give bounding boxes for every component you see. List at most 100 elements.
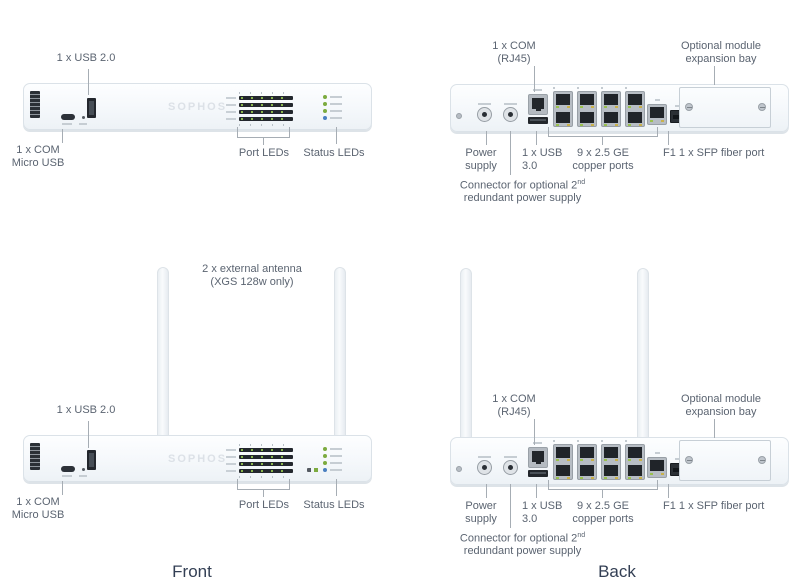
copper-ports-tick: [602, 137, 603, 145]
led-caption-mark: [330, 96, 342, 98]
usb2-label: 1 x USB 2.0: [56, 52, 116, 64]
serial-sticker: [30, 91, 40, 118]
led-bar: [226, 96, 293, 100]
brand-logo: SOPHOS: [168, 101, 228, 113]
port-leds-label: Port LEDs: [238, 147, 290, 159]
port-number-row: [553, 87, 645, 89]
com-callout-line: [62, 481, 63, 495]
sfp-label: F1 1 x SFP fiber port: [663, 500, 765, 512]
power-connector-1: [477, 103, 492, 122]
port-leds-bracket: [237, 479, 290, 490]
front-panel-top: SOPHOS: [23, 83, 372, 130]
usb3-line: [536, 131, 537, 145]
micro-usb-com-port: [61, 114, 75, 120]
reset-pinhole: [82, 116, 85, 119]
bay-screw: [685, 103, 693, 111]
com-rj45-callout-line: [534, 419, 535, 445]
redundant-power-label: Connector for optional 2nd redundant pow…: [459, 179, 586, 205]
copper-port-pair-1: [553, 91, 573, 127]
usb3-port: [528, 470, 548, 477]
status-led: [323, 461, 342, 465]
power-connector-1: [477, 456, 492, 475]
port-caption-mark: [62, 475, 72, 477]
com-rj45-port: [528, 94, 548, 115]
status-leds-label: Status LEDs: [303, 147, 365, 159]
usb3-label: 1 x USB 3.0: [522, 147, 563, 172]
wifi-led: [307, 468, 319, 472]
green-led: [323, 109, 327, 113]
antenna-right: [334, 267, 346, 452]
redundant-line: [510, 484, 511, 528]
expansion-bay-line: [714, 66, 715, 85]
antenna-label: 2 x external antenna (XGS 128w only): [202, 263, 302, 288]
port-caption-mark: [79, 123, 87, 125]
port-caption-mark: [655, 452, 660, 454]
status-leds-label: Status LEDs: [303, 499, 365, 511]
green-led: [323, 461, 327, 465]
copper-ports-label: 9 x 2.5 GE copper ports: [572, 500, 634, 525]
led-number-row: [239, 124, 293, 126]
com-rj45-callout-line: [534, 66, 535, 92]
com-microusb-label: 1 x COM Micro USB: [11, 496, 65, 521]
power-connector-2: [503, 456, 518, 475]
copper-ports-bracket: [548, 480, 658, 490]
expansion-bay: [679, 440, 771, 481]
port-leds-tick: [263, 490, 264, 497]
usb2-callout-line: [88, 421, 89, 448]
port-caption-mark: [62, 123, 72, 125]
port-led-grid: [226, 92, 294, 128]
copper-port-pair-3: [601, 91, 621, 127]
back-panel-bottom: [450, 437, 789, 485]
redundant-line: [510, 131, 511, 175]
com-microusb-label: 1 x COM Micro USB: [11, 144, 65, 169]
green-led: [323, 447, 327, 451]
port-number-row: [553, 440, 645, 442]
expansion-bay-label: Optional module expansion bay: [680, 393, 762, 418]
copper-port-pair-4: [625, 444, 645, 480]
serial-sticker: [30, 443, 40, 470]
com-rj45-label: 1 x COM (RJ45): [492, 393, 536, 418]
sfp-line: [668, 484, 669, 498]
com-callout-line: [62, 129, 63, 143]
power-supply-label: Power supply: [465, 147, 497, 172]
led-caption-mark: [330, 462, 342, 464]
usb2-port: [87, 98, 96, 118]
green-led: [323, 454, 327, 458]
usb3-label: 1 x USB 3.0: [522, 500, 563, 525]
power-supply-label: Power supply: [465, 500, 497, 525]
green-led: [323, 95, 327, 99]
expansion-bay-line: [714, 419, 715, 438]
led-caption-mark: [330, 117, 342, 119]
copper-port-pair-2: [577, 444, 597, 480]
power-line: [486, 131, 487, 145]
port-caption-mark: [79, 475, 87, 477]
status-led-block: [323, 95, 342, 123]
usb2-port: [87, 450, 96, 470]
front-caption: Front: [172, 562, 212, 581]
copper-port-9: [647, 104, 667, 125]
led-bar: [226, 455, 293, 459]
led-caption-mark: [330, 110, 342, 112]
status-led: [323, 102, 342, 106]
blue-led: [323, 468, 327, 472]
usb2-callout-line: [88, 69, 89, 95]
usb2-label: 1 x USB 2.0: [56, 404, 116, 416]
bay-screw: [758, 103, 766, 111]
status-led: [323, 454, 342, 458]
brand-logo: SOPHOS: [168, 453, 228, 465]
port-led-grid: [226, 444, 294, 480]
expansion-bay-label: Optional module expansion bay: [680, 40, 762, 65]
copper-port-pair-3: [601, 444, 621, 480]
led-bar: [226, 110, 293, 114]
chassis-screw: [456, 113, 462, 119]
status-led: [323, 447, 342, 451]
led-caption-mark: [330, 469, 342, 471]
back-caption: Back: [598, 562, 636, 581]
front-panel-bottom: SOPHOS: [23, 435, 372, 482]
antenna-left: [157, 267, 169, 452]
status-led: [323, 95, 342, 99]
green-led: [323, 102, 327, 106]
status-led: [323, 116, 342, 120]
power-line: [486, 484, 487, 498]
